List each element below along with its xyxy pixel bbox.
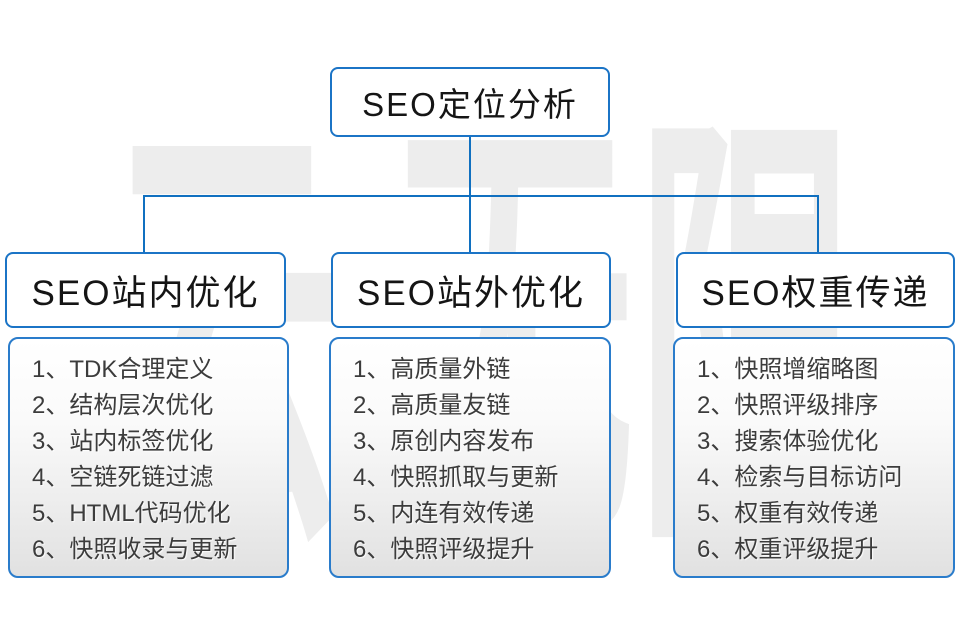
list-item: 1、快照增缩略图 xyxy=(697,356,879,383)
branch-weight-title-box: SEO权重传递 xyxy=(676,252,955,328)
list-item: 6、快照收录与更新 xyxy=(32,536,238,563)
list-item: 5、权重有效传递 xyxy=(697,500,879,527)
list-item: 6、快照评级提升 xyxy=(353,536,535,563)
list-item: 3、搜索体验优化 xyxy=(697,428,879,455)
root-node-label: SEO定位分析 xyxy=(362,86,578,123)
list-item: 3、站内标签优化 xyxy=(32,428,214,455)
list-item: 2、快照评级排序 xyxy=(697,392,879,419)
branch-onsite-list-box: 1、TDK合理定义 2、结构层次优化 3、站内标签优化 4、空链死链过滤 5、H… xyxy=(8,337,289,578)
branch-offsite-title-box: SEO站外优化 xyxy=(331,252,611,328)
list-item: 5、HTML代码优化 xyxy=(32,500,231,527)
branch-onsite-title-box: SEO站内优化 xyxy=(5,252,286,328)
list-item: 1、TDK合理定义 xyxy=(32,356,214,383)
branch-weight-list-box: 1、快照增缩略图 2、快照评级排序 3、搜索体验优化 4、检索与目标访问 5、权… xyxy=(673,337,955,578)
list-item: 6、权重评级提升 xyxy=(697,536,879,563)
list-item: 3、原创内容发布 xyxy=(353,428,535,455)
root-node-box: SEO定位分析 xyxy=(330,67,610,137)
branch-offsite-title: SEO站外优化 xyxy=(357,273,585,313)
list-item: 4、检索与目标访问 xyxy=(697,464,903,491)
list-item: 4、空链死链过滤 xyxy=(32,464,214,491)
list-item: 2、高质量友链 xyxy=(353,392,511,419)
list-item: 4、快照抓取与更新 xyxy=(353,464,559,491)
branch-offsite-list-box: 1、高质量外链 2、高质量友链 3、原创内容发布 4、快照抓取与更新 5、内连有… xyxy=(329,337,611,578)
list-item: 5、内连有效传递 xyxy=(353,500,535,527)
list-item: 1、高质量外链 xyxy=(353,356,511,383)
list-item: 2、结构层次优化 xyxy=(32,392,214,419)
branch-weight-title: SEO权重传递 xyxy=(701,273,930,313)
branch-onsite-title: SEO站内优化 xyxy=(31,273,260,313)
